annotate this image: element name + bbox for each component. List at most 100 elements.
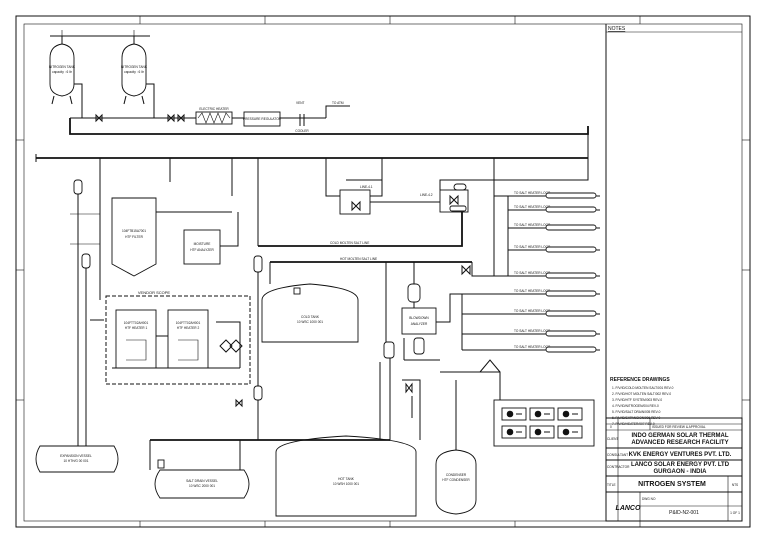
filter-tag: 104FTB15A7001 <box>122 229 146 233</box>
electric-heater-label: ELECTRIC HEATER <box>199 107 229 111</box>
zone-ticks <box>16 16 750 527</box>
logo-text: LANCO <box>616 505 641 512</box>
outlet-4: TO SALT HEATER LOOP <box>508 245 597 253</box>
nitrogen-tank-2: NITROGEN TANK capacity : 6 ltr <box>121 36 148 105</box>
outlet-label: TO SALT HEATER LOOP <box>514 345 550 349</box>
hot-tank-tag: 10 WSH 1000 001 <box>333 482 359 486</box>
condenser-line-1: CONDENSER <box>446 473 467 477</box>
client-line-2: ADVANCED RESEARCH FACILITY <box>631 440 728 446</box>
reference-title: REFERENCE DRAWINGS <box>610 377 670 383</box>
bottom-header <box>149 385 390 470</box>
cold-salt-lines: COLD MOLTEN SALT LINE HOT MOLTEN SALT LI… <box>253 190 472 392</box>
heater-2-name: HTF HEATER 2 <box>177 326 200 330</box>
label-contractor: CONTRACTOR <box>607 465 630 469</box>
client-line-1: INDO GERMAN SOLAR THERMAL <box>632 433 729 439</box>
condenser-line-2: HTF CONDENSER <box>442 478 470 482</box>
electric-heater: ELECTRIC HEATER <box>195 107 233 125</box>
consultant-company: KVK ENERGY VENTURES PVT. LTD. <box>629 452 732 458</box>
cooler-unit: COOLER <box>295 114 309 133</box>
label-title: TITLE <box>607 483 616 487</box>
hot-tank-name: HOT TANK <box>338 477 355 481</box>
outlet-8: TO SALT HEATER LOOP <box>462 329 597 337</box>
outlet-label: TO SALT HEATER LOOP <box>514 309 550 313</box>
outlet-lines: TO SALT HEATER LOOP TO SALT HEATER LOOP … <box>461 191 600 353</box>
line-b-label: LINE-4.2 <box>420 193 433 197</box>
vendor-scope-label: VENDOR SCOPE <box>138 290 171 295</box>
tank-2-capacity: capacity : 6 ltr <box>124 70 145 74</box>
label-consultant: CONSULTANT <box>607 453 628 457</box>
upper-distribution <box>461 195 509 277</box>
pressure-regulator-label: PRESSURE REGULATOR <box>243 117 282 121</box>
blowdown-line-1: BLOWDOWN <box>409 316 429 320</box>
left-instrument-column <box>70 179 104 440</box>
valve-cluster-top <box>325 179 495 215</box>
moisture-analyzer: MOISTURE HTF ANALYZER <box>183 212 239 265</box>
tank-1-capacity: capacity : 6 ltr <box>52 70 73 74</box>
reference-item: 5. P/V/ID/SALT DRAIN/005 REV-0 <box>612 410 661 414</box>
heater-2-tag: 104FTT02AH001 <box>176 321 201 325</box>
outlet-7: TO SALT HEATER LOOP <box>462 309 597 317</box>
blowdown-line-2: ANALYZER <box>411 322 428 326</box>
title-block: 0 ISSUED FOR REVIEW & APPROVAL CLIENT IN… <box>605 417 743 522</box>
line-a-label: LINE-4.1 <box>360 185 373 189</box>
expansion-tag: 10 HTH/G 00 001 <box>64 459 89 463</box>
moisture-line-1: MOISTURE <box>194 242 211 246</box>
reference-item: 1. P/V/ID/COLD MOLTEN SALT/001 REV-0 <box>612 386 674 390</box>
reference-item: 3. P/V/ID/HTF SYSTEM/003 REV-0 <box>612 398 662 402</box>
rev-description: ISSUED FOR REVIEW & APPROVAL <box>652 425 706 429</box>
htf-condenser: CONDENSER HTF CONDENSER <box>435 449 477 515</box>
outlet-2: TO SALT HEATER LOOP <box>508 205 597 213</box>
reference-drawings: REFERENCE DRAWINGS 1. P/V/ID/COLD MOLTEN… <box>610 377 674 426</box>
vent-label: VENT <box>296 101 305 105</box>
salt-drain-vessel: SALT DRAIN VESSEL 10 WSC 2000 001 <box>154 459 250 499</box>
salt-drain-name: SALT DRAIN VESSEL <box>186 479 218 483</box>
drawing-title: NITROGEN SYSTEM <box>638 481 706 488</box>
right-riser <box>494 126 589 181</box>
tank-2-name: NITROGEN TANK <box>121 65 148 69</box>
to-atm-label: TO ATM <box>332 101 344 105</box>
htf-filter: 104FTB15A7001 HTF FILTER <box>111 197 232 277</box>
outlet-label: TO SALT HEATER LOOP <box>514 271 550 275</box>
reference-item: 4. P/V/ID/NITROGEN/004 REV-0 <box>612 404 659 408</box>
label-dwg-no: DWG NO <box>642 497 656 501</box>
outlet-label: TO SALT HEATER LOOP <box>514 245 550 249</box>
outlet-label: TO SALT HEATER LOOP <box>514 223 550 227</box>
outlet-5: TO SALT HEATER LOOP <box>508 271 597 279</box>
filter-name: HTF FILTER <box>125 235 144 239</box>
heater-1-name: HTF HEATER 1 <box>125 326 148 330</box>
heater-2 <box>167 309 209 369</box>
outlet-label: TO SALT HEATER LOOP <box>514 289 550 293</box>
nitrogen-tank-1: NITROGEN TANK capacity : 6 ltr <box>49 36 76 105</box>
outlet-1: TO SALT HEATER LOOP <box>508 191 597 199</box>
moisture-line-2: HTF ANALYZER <box>190 248 214 252</box>
heater-1 <box>115 309 157 369</box>
line-label-group: LINE-4.1 LINE-4.2 <box>360 185 433 197</box>
tank-1-name: NITROGEN TANK <box>49 65 76 69</box>
drawing-number: P&ID-N2-001 <box>669 510 699 516</box>
vendor-scope: VENDOR SCOPE 104FTT02AH001 HTF HEATER 1 … <box>105 290 251 385</box>
contractor-line-1: LANCO SOLAR ENERGY PVT. LTD <box>631 462 730 468</box>
outlet-label: TO SALT HEATER LOOP <box>514 205 550 209</box>
hot-tank: HOT TANK 10 WSH 1000 001 <box>275 435 417 517</box>
rev-number: 0 <box>610 425 612 429</box>
salt-drain-tag: 10 WSC 2000 001 <box>189 484 215 488</box>
valve-icon <box>95 113 185 123</box>
outlet-label: TO SALT HEATER LOOP <box>514 329 550 333</box>
label-client: CLIENT <box>607 437 618 441</box>
cold-salt-label: COLD MOLTEN SALT LINE <box>330 241 369 245</box>
cold-tank: COLD TANK 10 WSC 1000 001 <box>261 283 359 343</box>
contractor-line-2: GURGAON - INDIA <box>654 469 708 475</box>
expansion-vessel: EXPANSION VESSEL 10 HTH/G 00 001 <box>35 440 119 473</box>
reference-item: 2. P/V/ID/HOT MOLTEN SALT/002 REV-0 <box>612 392 671 396</box>
cold-tank-tag: 10 WSC 1000 001 <box>297 320 323 324</box>
main-nitrogen-header <box>35 154 588 300</box>
heater-1-tag: 104FTT02AH001 <box>124 321 149 325</box>
expansion-name: EXPANSION VESSEL <box>60 454 92 458</box>
inner-border <box>23 23 743 522</box>
pressure-regulator: PRESSURE REGULATOR <box>243 111 282 127</box>
notes-header: NOTES <box>608 26 626 32</box>
center-risers <box>379 262 501 450</box>
instrument-panel <box>493 399 595 447</box>
outlet-3: TO SALT HEATER LOOP <box>508 223 597 231</box>
